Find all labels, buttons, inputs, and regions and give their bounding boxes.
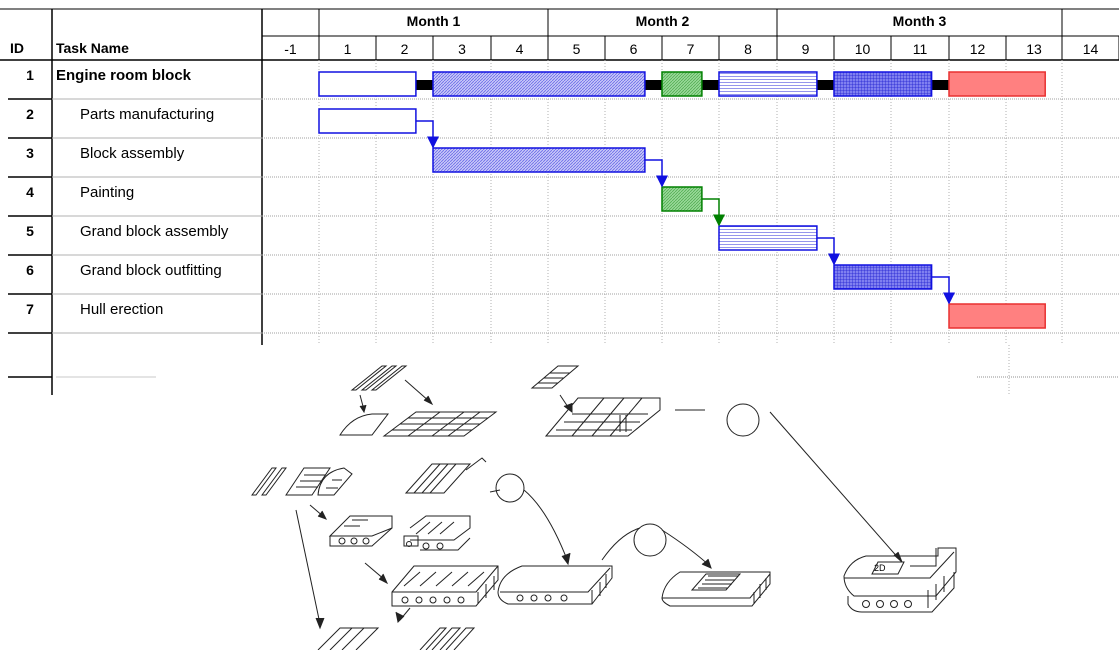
taskname-header: Task Name — [56, 40, 129, 56]
period-label-13: 13 — [1026, 41, 1042, 57]
sub-assembly-icon — [544, 397, 661, 437]
summary-segment-7 — [948, 71, 1046, 97]
summary-segment-2 — [318, 71, 417, 97]
summary-task-name: Engine room block — [56, 67, 192, 84]
panel-grid-icon — [382, 411, 498, 437]
arrow-frames-to-block — [364, 562, 386, 581]
task-bar-7 — [948, 303, 1046, 329]
bracket-stack-icon — [403, 515, 471, 551]
task-name: Grand block outfitting — [80, 262, 222, 279]
period-label-11: 11 — [913, 41, 928, 57]
id-header: ID — [10, 40, 24, 56]
summary-segment-3 — [432, 71, 646, 97]
arrow-block-to-plates — [399, 607, 411, 621]
flow-line-mid — [489, 489, 501, 493]
task-name: Hull erection — [80, 301, 163, 318]
flow-line-down — [523, 489, 569, 563]
period-label--1: -1 — [284, 41, 297, 57]
flow-pulley-2 — [495, 473, 525, 503]
month-label: Month 3 — [893, 13, 947, 29]
task-rows: 1 Engine room block 2 Parts manufacturing 3 B… — [8, 67, 262, 334]
task-bar-4 — [661, 186, 703, 212]
task-bar-2 — [318, 108, 417, 134]
bottom-plates-icon — [317, 627, 476, 650]
label-2d: 2D — [874, 563, 886, 573]
task-name: Parts manufacturing — [80, 106, 214, 123]
flow-line-to-grand — [601, 527, 641, 561]
grid-lines — [262, 60, 1119, 345]
arrowhead — [563, 403, 573, 413]
task-bar-3 — [432, 147, 646, 173]
task-name: Grand block assembly — [80, 223, 229, 240]
period-label-12: 12 — [970, 41, 986, 57]
dependency-link — [931, 276, 955, 305]
dependency-link — [644, 159, 668, 188]
month-headers: Month 1 Month 2 Month 3 — [318, 9, 1063, 36]
arrowhead — [315, 617, 325, 630]
period-label-6: 6 — [630, 41, 638, 57]
period-label-9: 9 — [802, 41, 810, 57]
period-label-10: 10 — [855, 41, 871, 57]
summary-segment-5 — [718, 71, 818, 97]
arrow-parts-to-frames — [309, 504, 325, 518]
period-label-3: 3 — [458, 41, 466, 57]
task-bar-5 — [718, 225, 818, 251]
period-label-8: 8 — [744, 41, 752, 57]
period-label-2: 2 — [401, 41, 409, 57]
dependency-link — [816, 237, 840, 266]
task-name: Block assembly — [80, 145, 185, 162]
period-label-4: 4 — [516, 41, 524, 57]
period-label-7: 7 — [687, 41, 695, 57]
task-bars — [318, 71, 1046, 329]
arrowhead — [359, 404, 367, 414]
month-label: Month 2 — [636, 13, 690, 29]
flow-pulley — [726, 403, 760, 437]
task-name: Painting — [80, 184, 134, 201]
arrowhead — [423, 395, 434, 406]
period-label-14: 14 — [1083, 41, 1099, 57]
task-bar-6 — [833, 264, 933, 290]
arrowhead — [561, 552, 571, 566]
task-id: 4 — [26, 184, 34, 200]
curved-plate-icon — [339, 413, 390, 436]
summary-segment-4 — [661, 71, 703, 97]
arrowhead — [701, 558, 712, 569]
summary-segment-6 — [833, 71, 933, 97]
arrow-long-down — [295, 509, 321, 625]
flow-pulley-3 — [633, 523, 667, 557]
dependency-link — [701, 198, 725, 227]
arrow-parts-to-plate — [359, 394, 365, 411]
assembled-unit-icon — [391, 565, 499, 607]
outfitted-block-icon — [843, 547, 957, 613]
flow-line-to-grand-2 — [661, 529, 711, 567]
period-label-1: 1 — [344, 41, 352, 57]
dependency-links — [415, 120, 955, 305]
period-label-5: 5 — [573, 41, 581, 57]
task-id: 3 — [26, 145, 34, 161]
task-id: 6 — [26, 262, 34, 278]
arrowhead — [395, 611, 405, 624]
arrow-plate-to-subassembly — [559, 394, 571, 411]
task-id: 2 — [26, 106, 34, 122]
arrowhead — [317, 510, 328, 520]
task-id: 7 — [26, 301, 34, 317]
stiffener-parts-icon — [251, 467, 353, 496]
month-label: Month 1 — [407, 13, 461, 29]
arrowhead — [893, 551, 903, 563]
task-id: 1 — [26, 67, 34, 83]
ribbed-plate-icon — [404, 457, 487, 494]
dependency-link — [415, 120, 439, 149]
grand-block-icon — [661, 571, 771, 607]
arrowhead — [378, 573, 389, 585]
double-bottom-block-icon — [497, 565, 613, 605]
flow-line-long — [769, 411, 901, 561]
web-frames-icon — [328, 515, 393, 547]
task-id: 5 — [26, 223, 34, 239]
